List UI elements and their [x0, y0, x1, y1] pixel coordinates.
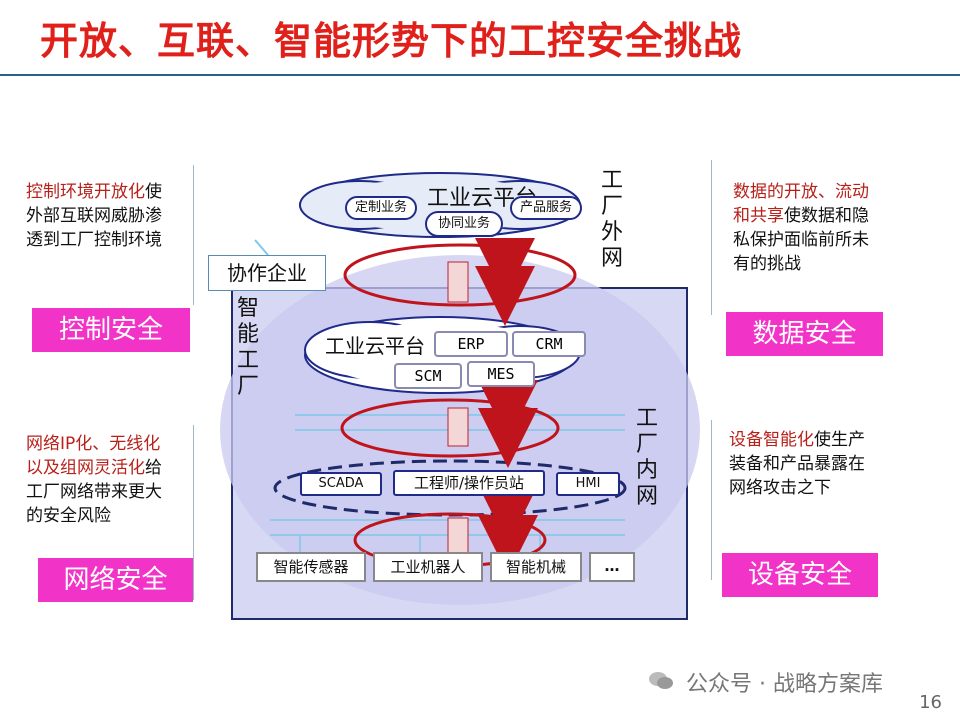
data-security-text: 数据的开放、流动和共享使数据和隐私保护面临前所未有的挑战	[733, 180, 883, 276]
firewall-icons	[447, 261, 469, 557]
device-robot: 工业机器人	[373, 552, 483, 582]
device-security-text: 设备智能化使生产装备和产品暴露在网络攻击之下	[729, 428, 879, 500]
device-sensor: 智能传感器	[256, 552, 366, 582]
data-security-desc: 使数据和隐私保护面临前所未有的挑战	[733, 206, 869, 274]
control-security-text: 控制环境开放化使外部互联网威胁渗透到工厂控制环境	[26, 180, 176, 252]
control-scada: SCADA	[300, 472, 382, 496]
network-security-text: 网络IP化、无线化以及组网灵活化给工厂网络带来更大的安全风险	[26, 432, 176, 528]
control-security-desc: 使外部互联网威胁渗透到工厂控制环境	[26, 182, 162, 250]
internal-network-label: 工厂内网	[635, 406, 658, 509]
cooperation-connector	[254, 239, 269, 256]
control-security-badge: 控制安全	[32, 308, 190, 352]
page-number: 16	[919, 692, 942, 713]
internal-cloud-title: 工业云平台	[325, 334, 425, 358]
title-divider	[0, 74, 960, 76]
network-security-badge: 网络安全	[38, 558, 193, 602]
footer-source: 公众号 · 战略方案库	[686, 672, 883, 697]
device-machinery: 智能机械	[490, 552, 582, 582]
device-security-desc: 使生产装备和产品暴露在网络攻击之下	[729, 430, 865, 498]
device-security-badge: 设备安全	[722, 553, 878, 597]
service-product: 产品服务	[510, 196, 582, 220]
left-divider-top	[193, 165, 194, 305]
service-custom: 定制业务	[345, 196, 417, 220]
right-divider-bottom	[711, 420, 712, 580]
right-divider-top	[711, 160, 712, 315]
page-title: 开放、互联、智能形势下的工控安全挑战	[40, 19, 743, 63]
left-divider-bottom	[193, 425, 194, 600]
cooperation-enterprise: 协作企业	[208, 255, 326, 291]
data-security-highlight: 数据的开放、流动和共享	[733, 182, 869, 226]
network-security-highlight: 网络IP化、无线化以及组网灵活化	[26, 434, 161, 478]
system-erp: ERP	[434, 331, 508, 357]
control-hmi: HMI	[556, 472, 620, 496]
system-mes: MES	[467, 361, 535, 387]
external-network-label: 工厂外网	[600, 168, 623, 271]
system-crm: CRM	[512, 331, 586, 357]
bidirectional-arrows	[475, 238, 538, 575]
control-security-highlight: 控制环境开放化	[26, 182, 145, 202]
device-more: …	[589, 552, 635, 582]
wechat-icon	[649, 672, 673, 689]
control-engineer-station: 工程师/操作员站	[393, 470, 545, 496]
network-security-desc: 给工厂网络带来更大的安全风险	[26, 458, 162, 526]
device-security-highlight: 设备智能化	[729, 430, 814, 450]
system-scm: SCM	[394, 363, 462, 389]
smart-factory-label: 智能工厂	[236, 296, 259, 399]
data-security-badge: 数据安全	[726, 312, 883, 356]
service-collaboration: 协同业务	[425, 211, 503, 237]
